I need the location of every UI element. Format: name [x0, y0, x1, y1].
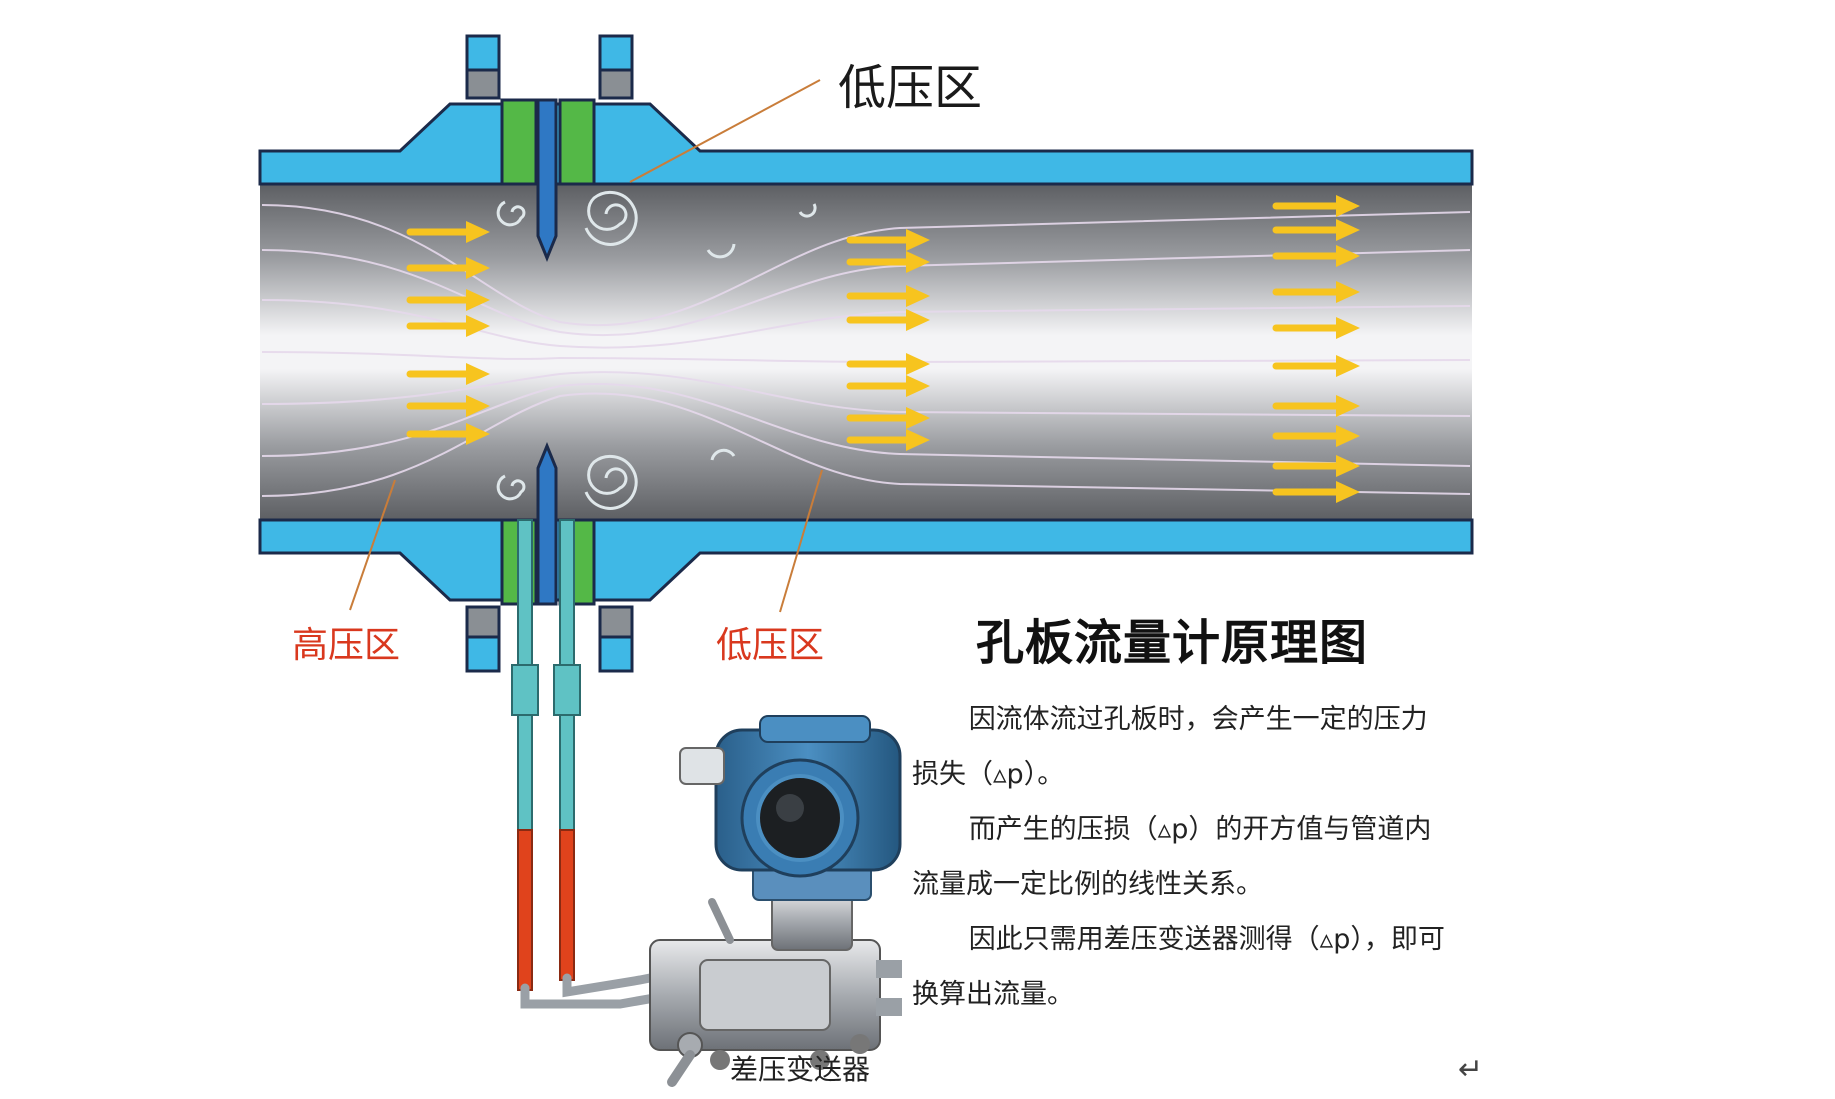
flow-arrows: [406, 195, 1360, 503]
gasket-top-right: [558, 98, 596, 186]
impulse-tube-right: [553, 519, 581, 981]
paragraph-return-mark: ↵: [1458, 1052, 1484, 1087]
flow-arrow-head: [1336, 395, 1360, 417]
flow-arrow-head: [906, 407, 930, 429]
flow-arrow-head: [466, 395, 490, 417]
gasket-top-left: [500, 98, 538, 186]
differential-pressure-transmitter: [649, 715, 902, 1087]
label-low-pressure-bottom: 低压区: [716, 625, 825, 666]
label-low-pressure-top: 低压区: [838, 60, 983, 116]
label-high-pressure: 高压区: [292, 625, 401, 666]
description-paragraph-2: 而产生的压损（▵p）的开方值与管道内流量成一定比例的线性关系。: [912, 814, 1432, 900]
flow-arrow-head: [1336, 425, 1360, 447]
flow-arrow-head: [466, 423, 490, 445]
flow-arrow-head: [906, 429, 930, 451]
flow-arrow-head: [906, 229, 930, 251]
flow-arrow-head: [466, 221, 490, 243]
flow-arrow-head: [466, 315, 490, 337]
description-paragraph-1: 因流体流过孔板时，会产生一定的压力损失（▵p）。: [912, 704, 1428, 790]
leader-lines: [349, 79, 823, 613]
description-paragraph-3: 因此只需用差压变送器测得（▵p），即可换算出流量。: [912, 924, 1445, 1010]
flow-arrow-head: [906, 251, 930, 273]
flow-arrow-head: [1336, 455, 1360, 477]
flange-bolt-top-left: [465, 34, 501, 100]
pipe-wall-bottom: [258, 518, 1474, 602]
flow-arrow-head: [466, 257, 490, 279]
flow-streamlines: [261, 204, 1471, 497]
flange-bolt-bottom-left: [465, 605, 501, 673]
flow-arrow-head: [466, 289, 490, 311]
flow-arrow-head: [1336, 281, 1360, 303]
description-text: 因流体流过孔板时，会产生一定的压力损失（▵p）。 而产生的压损（▵p）的开方值与…: [912, 692, 1452, 1022]
eddy-swirls: [496, 190, 817, 510]
label-transmitter: 差压变送器: [730, 1053, 871, 1086]
flange-bolt-top-right: [598, 34, 634, 100]
flow-arrow-head: [1336, 317, 1360, 339]
flange-bolt-bottom-right: [598, 605, 634, 673]
flow-arrow-head: [1336, 219, 1360, 241]
flow-arrow-head: [906, 285, 930, 307]
flow-arrow-head: [906, 309, 930, 331]
flow-arrow-head: [1336, 481, 1360, 503]
orifice-plate-bottom: [536, 442, 558, 606]
flow-arrow-head: [1336, 195, 1360, 217]
impulse-tube-left: [511, 519, 539, 991]
flow-arrow-head: [906, 375, 930, 397]
orifice-plate-top: [536, 98, 558, 262]
flow-arrow-head: [1336, 355, 1360, 377]
diagram-title: 孔板流量计原理图: [976, 615, 1369, 671]
flow-arrow-head: [1336, 245, 1360, 267]
flow-arrow-head: [906, 353, 930, 375]
flow-arrow-head: [466, 363, 490, 385]
